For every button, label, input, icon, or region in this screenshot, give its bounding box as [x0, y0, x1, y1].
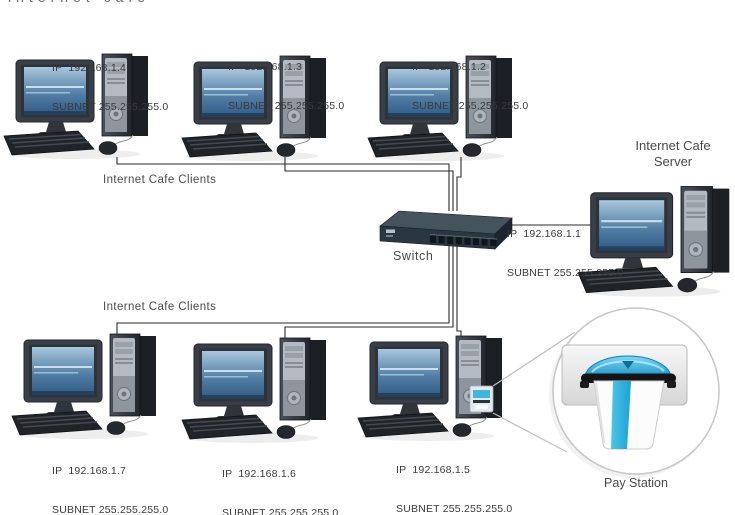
subnet-line: SUBNET 255.255.255.0 — [52, 101, 169, 113]
ip-line: IP 192.168.1.7 — [52, 465, 127, 477]
client-ip-label-2: IP 192.168.1.3 SUBNET 255.255.255.0 — [228, 35, 344, 139]
client-ip-label-4: IP 192.168.1.7 SUBNET 255.255.255.0 — [52, 439, 168, 515]
client-workstation-5 — [181, 337, 327, 444]
ip-line: IP 192.168.1.5 — [396, 464, 471, 476]
switch-ports — [430, 235, 497, 246]
client-ip-label-3: IP 192.168.1.2 SUBNET 255.255.255.0 — [412, 35, 528, 139]
subnet-line: SUBNET 255.255.255.0 — [228, 100, 345, 112]
client-ip-label-5: IP 192.168.1.6 SUBNET 255.255.255.0 — [222, 442, 338, 515]
subnet-line: SUBNET 255.255.255.0 — [52, 504, 169, 515]
switch-illustration — [379, 210, 513, 250]
ip-line: IP 192.168.1.6 — [222, 468, 297, 480]
ip-line: IP 192.168.1.3 — [228, 61, 303, 73]
server-title-line2: Server — [653, 154, 693, 169]
ip-line: IP 192.168.1.1 — [507, 228, 582, 240]
pay-station-illustration — [561, 344, 688, 450]
server-ip-label: IP 192.168.1.1 SUBNET 255.255.255.0 — [507, 202, 623, 306]
ip-line: IP 192.168.1.2 — [412, 61, 487, 73]
ticket-stripe — [611, 381, 631, 449]
pay-station-callout — [492, 307, 720, 478]
server-title: Internet Cafe Server — [608, 138, 735, 170]
switch-logo — [386, 229, 395, 233]
subnet-line: SUBNET 255.255.255.0 — [222, 507, 339, 515]
dome-arrow — [622, 361, 634, 369]
switch-label: Switch — [393, 249, 434, 263]
client-workstation-4 — [11, 333, 157, 440]
pay-station-label: Pay Station — [604, 476, 668, 490]
ip-line: IP 192.168.1.4 — [52, 62, 127, 74]
subnet-line: SUBNET 255.255.255.0 — [396, 503, 513, 515]
client-ip-label-6: IP 192.168.1.5 SUBNET 255.255.255.0 — [396, 438, 512, 515]
clients-top-label: Internet Cafe Clients — [103, 174, 217, 186]
callout-lines — [492, 331, 576, 453]
subnet-line: SUBNET 255.255.255.0 — [412, 100, 529, 112]
client-ip-label-1: IP 192.168.1.4 SUBNET 255.255.255.0 — [52, 36, 168, 140]
clients-bottom-label: Internet Cafe Clients — [103, 301, 217, 313]
subnet-line: SUBNET 255.255.255.0 — [507, 267, 624, 279]
page-title-partial: internet cafe — [8, 0, 150, 5]
pay-module-on-client — [469, 385, 494, 413]
server-title-line1: Internet Cafe — [635, 138, 711, 153]
top-bus-lines — [116, 157, 462, 211]
